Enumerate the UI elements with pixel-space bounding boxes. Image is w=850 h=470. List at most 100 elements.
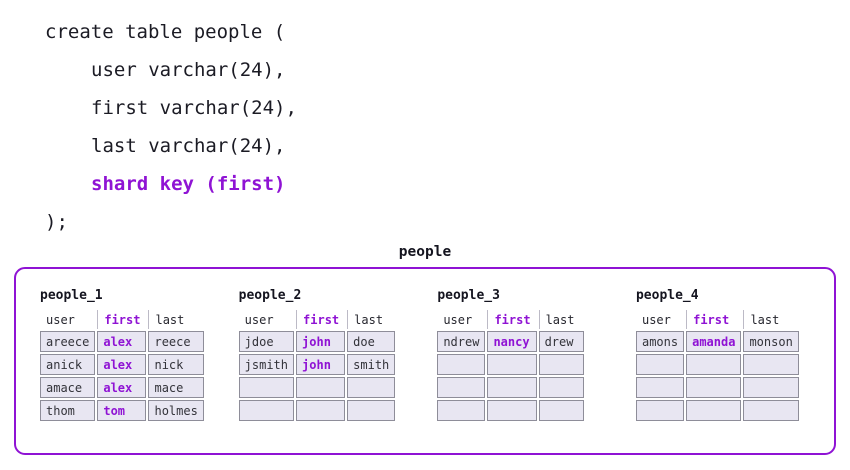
cell-user: amons [635, 331, 685, 352]
table-row [635, 377, 799, 398]
table-row: anick alex nick [40, 354, 204, 375]
table-row: amace alex mace [40, 377, 204, 398]
cell-last [347, 400, 396, 421]
table-row [635, 400, 799, 421]
code-line-first: first varchar(24), [91, 97, 297, 119]
cell-user [635, 377, 685, 398]
cell-user: amace [40, 377, 96, 398]
cell-first [686, 377, 742, 398]
shard-title: people_3 [437, 288, 500, 303]
header-row: user first last [437, 310, 583, 329]
cell-first: john [296, 354, 346, 375]
cell-user [635, 400, 685, 421]
table-row: amons amanda monson [635, 331, 799, 352]
cell-user [437, 354, 486, 375]
column-header-user: user [244, 312, 274, 327]
shard-grid: user first last ndrew nancy drew [435, 308, 585, 423]
cell-user: anick [40, 354, 96, 375]
cell-user: ndrew [437, 331, 486, 352]
shard-people-3: people_3 user first last ndrew nancy dre… [435, 285, 615, 453]
column-header-first: first [97, 310, 146, 329]
table-row [437, 400, 584, 421]
cell-last: drew [538, 331, 584, 352]
shard-title: people_2 [238, 288, 302, 303]
shard-title: people_1 [40, 288, 103, 303]
cell-user: areece [40, 331, 96, 352]
column-header-first: first [686, 310, 741, 329]
cell-first: tom [97, 400, 147, 421]
cell-last [743, 354, 799, 375]
cell-user [437, 400, 486, 421]
table-row [437, 377, 584, 398]
code-line-create: create table people ( [45, 21, 286, 43]
cell-user [437, 377, 486, 398]
cell-user [635, 354, 685, 375]
cell-first: amanda [686, 331, 742, 352]
cell-first [296, 377, 346, 398]
column-header-last: last [148, 310, 203, 329]
column-header-last: last [743, 310, 798, 329]
header-row: user first last [636, 310, 799, 329]
code-line-user: user varchar(24), [91, 59, 286, 81]
cell-last: doe [347, 331, 396, 352]
cell-first [296, 400, 346, 421]
column-header-first: first [487, 310, 536, 329]
cell-user: jsmith [238, 354, 295, 375]
sql-code-block: create table people ( user varchar(24), … [45, 13, 850, 241]
column-header-last: last [538, 310, 584, 329]
cell-last [538, 354, 584, 375]
code-line-shard-key: shard key (first) [91, 173, 286, 195]
cell-first [487, 354, 537, 375]
table-row: jdoe john doe [238, 331, 396, 352]
cell-first: john [296, 331, 346, 352]
column-header-user: user [641, 312, 671, 327]
shard-grid: user first last areece alex reece anick … [38, 308, 206, 423]
cell-last: nick [148, 354, 204, 375]
table-row [437, 354, 584, 375]
column-header-last: last [347, 310, 395, 329]
shard-people-1: people_1 user first last areece alex ree… [38, 285, 218, 453]
people-table-label: people [398, 244, 452, 260]
code-line-last: last varchar(24), [91, 135, 286, 157]
cell-last [538, 377, 584, 398]
shard-title: people_4 [635, 288, 699, 303]
cell-user [238, 377, 295, 398]
cell-last [538, 400, 584, 421]
header-row: user first last [40, 310, 204, 329]
table-row [635, 354, 799, 375]
cell-first: nancy [487, 331, 537, 352]
cell-first: alex [97, 354, 147, 375]
cell-first [487, 400, 537, 421]
table-row [238, 400, 396, 421]
header-row: user first last [239, 310, 396, 329]
shard-grid: user first last jdoe john doe jsmith joh… [237, 308, 398, 423]
code-line-close: ); [45, 211, 68, 233]
cell-first [686, 400, 742, 421]
shard-container: people_1 user first last areece alex ree… [14, 267, 836, 455]
cell-last [347, 377, 396, 398]
cell-last: mace [148, 377, 204, 398]
cell-first [487, 377, 537, 398]
cell-last [743, 400, 799, 421]
cell-first: alex [97, 331, 147, 352]
cell-user: thom [40, 400, 96, 421]
cell-first [686, 354, 742, 375]
column-header-user: user [46, 312, 75, 327]
table-row: ndrew nancy drew [437, 331, 584, 352]
shard-people-2: people_2 user first last jdoe john doe j… [237, 285, 417, 453]
shard-people-4: people_4 user first last amons amanda mo… [634, 285, 814, 453]
shard-grid: user first last amons amanda monson [634, 308, 801, 423]
table-row: thom tom holmes [40, 400, 204, 421]
table-row: jsmith john smith [238, 354, 396, 375]
cell-last: monson [743, 331, 799, 352]
cell-last [743, 377, 799, 398]
table-row: areece alex reece [40, 331, 204, 352]
cell-user [238, 400, 295, 421]
cell-first: alex [97, 377, 147, 398]
table-row [238, 377, 396, 398]
cell-last: smith [347, 354, 396, 375]
column-header-first: first [296, 310, 345, 329]
cell-last: reece [148, 331, 204, 352]
cell-last: holmes [148, 400, 204, 421]
column-header-user: user [443, 312, 473, 327]
